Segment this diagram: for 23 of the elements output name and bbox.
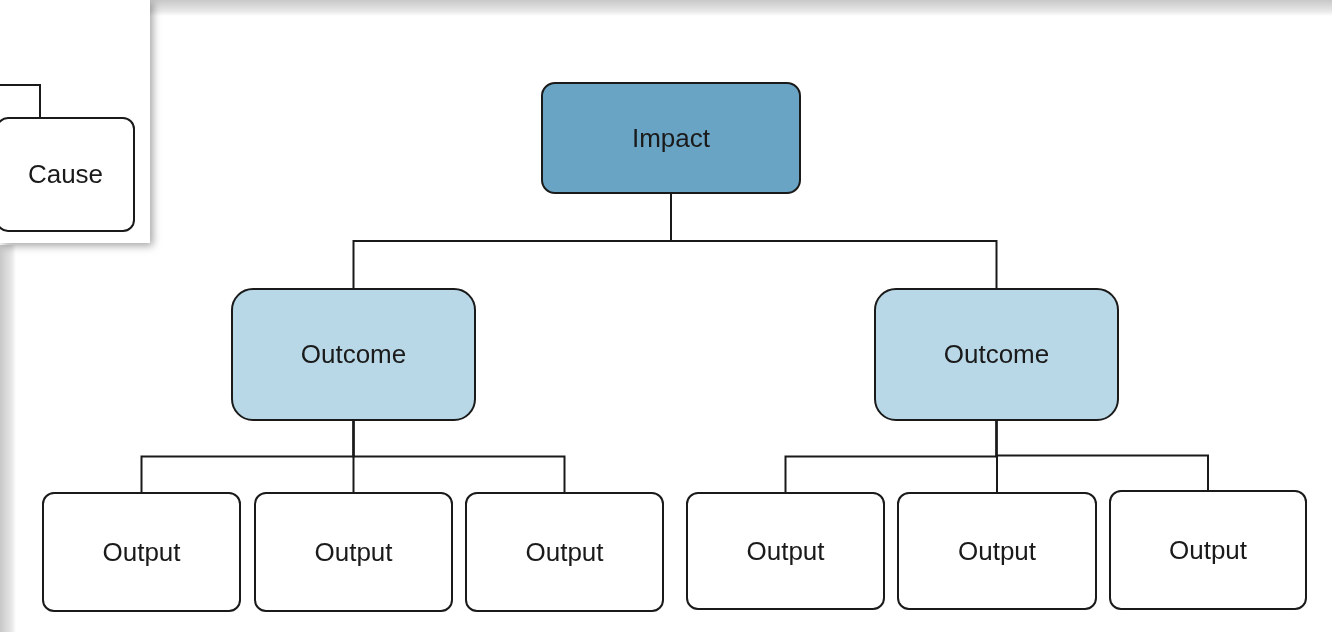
node-label: Output bbox=[957, 535, 1037, 567]
node-label: Cause bbox=[27, 159, 104, 190]
node-label: Output bbox=[746, 535, 825, 567]
node-label: Impact bbox=[632, 122, 710, 154]
node-label: Output bbox=[525, 536, 604, 568]
output-box bbox=[686, 492, 885, 610]
node-label: Output bbox=[102, 536, 181, 568]
connector-line bbox=[995, 420, 1209, 491]
node-label: Output bbox=[1168, 534, 1248, 566]
node-label: Outcome bbox=[300, 339, 407, 370]
connector-line bbox=[0, 84, 41, 118]
output-box bbox=[0, 117, 135, 232]
process-box bbox=[231, 288, 476, 421]
output-box bbox=[1109, 490, 1307, 610]
connector-line bbox=[352, 420, 566, 493]
output-box bbox=[42, 492, 241, 612]
node-label: Output bbox=[314, 536, 393, 568]
output-box bbox=[465, 492, 664, 612]
output-box bbox=[897, 492, 1097, 610]
process-box bbox=[541, 82, 801, 194]
process-box bbox=[874, 288, 1119, 421]
output-box bbox=[254, 492, 453, 612]
node-label: Outcome bbox=[943, 339, 1050, 370]
